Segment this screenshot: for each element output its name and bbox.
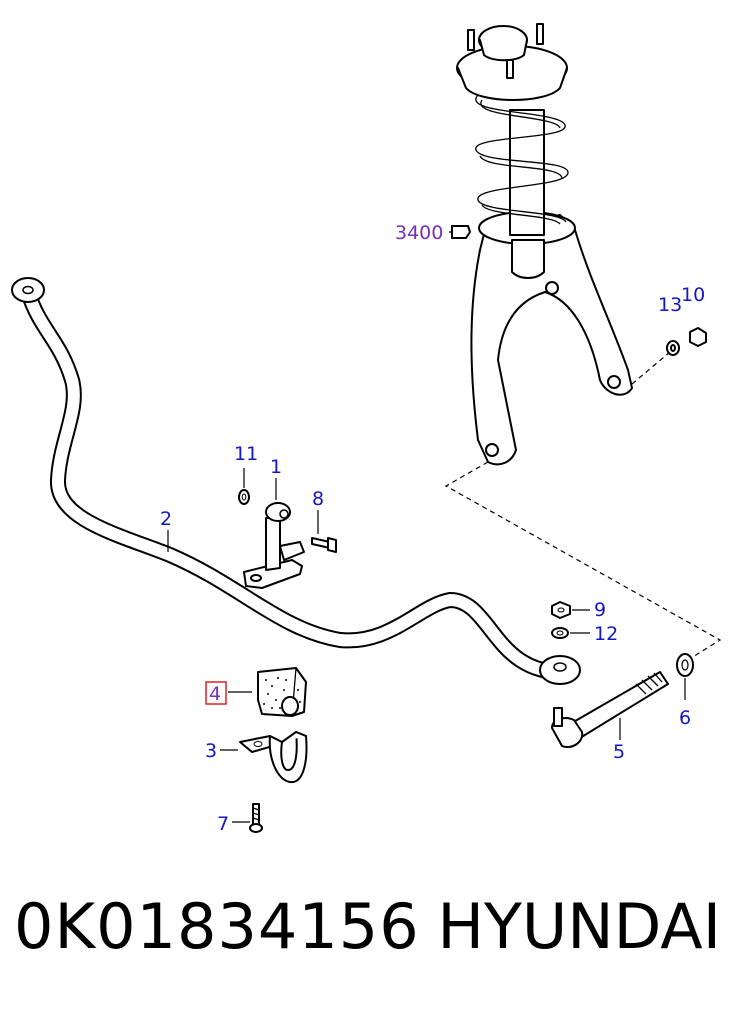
link-bracket-assembly: 1 11 8 — [234, 443, 337, 589]
parts-diagram: 3400 10 13 2 1 11 — [11, 23, 722, 835]
stabilizer-bar: 2 — [11, 277, 581, 685]
assembly-guide-line-2 — [631, 351, 671, 385]
label-1[interactable]: 1 — [270, 456, 282, 478]
label-3400[interactable]: 3400 — [395, 222, 443, 244]
label-2[interactable]: 2 — [160, 508, 172, 530]
bolt-7: 7 — [217, 803, 263, 835]
label-12[interactable]: 12 — [594, 623, 618, 645]
label-13[interactable]: 13 — [658, 294, 682, 316]
label-6[interactable]: 6 — [679, 707, 691, 729]
brand-name: HYUNDAI — [437, 890, 721, 963]
strut-assembly: 3400 — [395, 23, 633, 466]
label-5[interactable]: 5 — [613, 741, 625, 763]
label-7[interactable]: 7 — [217, 813, 229, 835]
label-9[interactable]: 9 — [594, 599, 606, 621]
nut-10-washer-13: 10 13 — [658, 284, 707, 356]
highlight-box — [205, 681, 227, 705]
label-3[interactable]: 3 — [205, 740, 217, 762]
link-bolt-assembly: 5 6 — [551, 653, 694, 763]
bushing: 4 — [205, 667, 307, 717]
footer: 0K01834156 HYUNDAI — [0, 890, 735, 980]
clamp: 3 — [205, 731, 308, 784]
part-number: 0K01834156 — [14, 890, 420, 963]
label-11[interactable]: 11 — [234, 443, 258, 465]
label-10[interactable]: 10 — [681, 284, 705, 306]
label-4[interactable]: 4 — [209, 683, 221, 705]
label-8[interactable]: 8 — [312, 488, 324, 510]
assembly-guide-line — [444, 461, 722, 661]
nut-9-washer-12: 9 12 — [551, 599, 618, 645]
